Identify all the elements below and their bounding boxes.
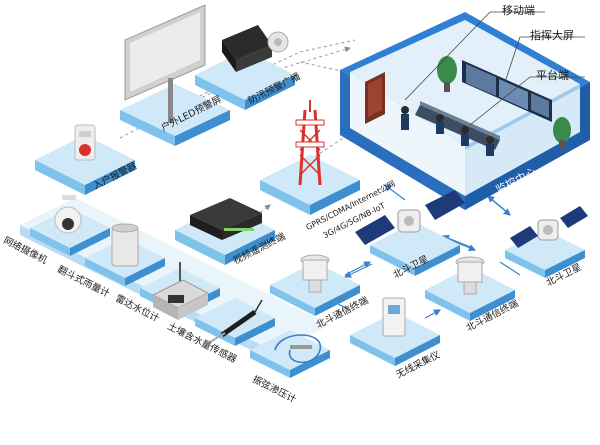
piezometer-device <box>274 334 321 364</box>
beidou-satellite-2-device <box>510 206 588 248</box>
blue-connectors <box>329 184 521 319</box>
communication-tower <box>295 100 325 186</box>
beidou-terminal-1-device <box>300 254 330 293</box>
video-terminal-device <box>190 198 262 240</box>
rain-gauge-device <box>111 223 139 267</box>
beidou-satellite-1-device <box>355 190 465 245</box>
label-platform: 平台端 <box>536 69 569 82</box>
label-big-screen: 指挥大屏 <box>530 29 574 42</box>
monitor-center-room <box>340 11 590 210</box>
led-screen-device <box>124 4 206 123</box>
wireless-collector-device <box>382 297 406 337</box>
broadcast-device <box>222 25 289 72</box>
soil-sensor-device <box>209 299 263 343</box>
network-camera-device <box>54 195 82 234</box>
label-mobile: 移动端 <box>502 4 535 17</box>
radar-gauge-device <box>151 262 210 320</box>
household-alarm-device <box>74 124 96 161</box>
beidou-terminal-2-device <box>455 256 485 295</box>
